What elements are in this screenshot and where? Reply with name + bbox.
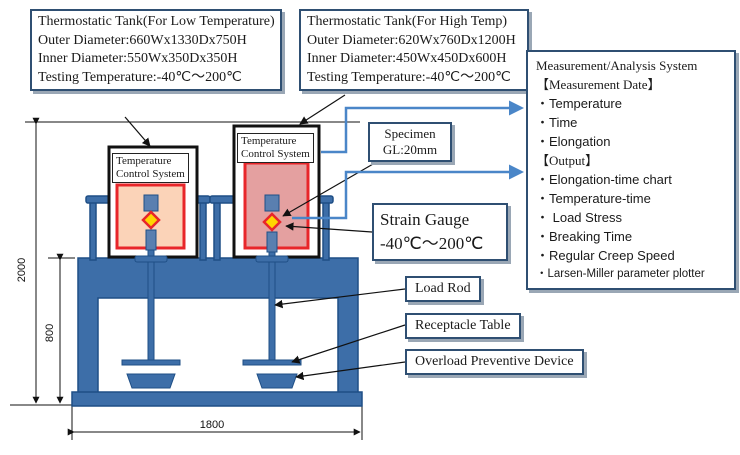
right-load-train — [242, 194, 302, 389]
low-tank-temp: Testing Temperature:-40℃～200℃ — [38, 69, 242, 85]
overload-device-label: Overload Preventive Device — [405, 349, 584, 375]
load-rod-label: Load Rod — [405, 276, 481, 302]
low-tank-inner: Inner Diameter:550Wx350Dx350H — [38, 51, 238, 66]
temp-control-label-right: Temperature Control System — [237, 133, 314, 163]
measurement-item: ・Temperature — [536, 96, 622, 111]
output-item: ・Regular Creep Speed — [536, 248, 675, 263]
measurement-item: ・Elongation — [536, 134, 611, 149]
high-temp-tank-callout: Thermostatic Tank(For High Temp) Outer D… — [299, 9, 529, 91]
output-item: ・Breaking Time — [536, 229, 633, 244]
specimen-callout: Specimen GL:20mm — [368, 122, 452, 162]
output-item: ・Larsen-Miller parameter plotter — [536, 268, 705, 280]
measurement-item: ・Time — [536, 115, 578, 130]
high-tank-title: Thermostatic Tank(For High Temp) — [307, 14, 508, 29]
output-header: 【Output】 — [536, 153, 599, 168]
low-tank-outer: Outer Diameter:660Wx1330Dx750H — [38, 32, 247, 48]
leader-arrows — [124, 94, 406, 381]
signal-arrows — [292, 100, 524, 220]
output-item: ・Elongation-time chart — [536, 172, 672, 187]
output-item: ・Temperature-time — [536, 191, 651, 206]
dimension-width: 1800 — [200, 419, 224, 431]
dimension-height-base: 800 — [44, 324, 56, 342]
dimension-height-total: 2000 — [16, 258, 28, 282]
high-tank-temp: Testing Temperature:-40℃～200℃ — [307, 69, 511, 85]
high-tank-inner: Inner Diameter:450Wx450Dx600H — [307, 51, 507, 66]
receptacle-table-label: Receptacle Table — [405, 313, 521, 339]
high-temp-tank — [232, 124, 321, 259]
temp-control-label-left: Temperature Control System — [112, 153, 189, 183]
low-temp-tank-callout: Thermostatic Tank(For Low Temperature) O… — [30, 9, 282, 91]
analysis-title: Measurement/Analysis System — [536, 58, 698, 73]
output-item: ・ Load Stress — [536, 210, 622, 225]
measurement-analysis-box: Measurement/Analysis System 【Measurement… — [526, 50, 736, 290]
left-load-train — [121, 194, 181, 389]
measurement-header: 【Measurement Date】 — [536, 77, 661, 92]
high-tank-outer: Outer Diameter:620Wx760Dx1200H — [307, 32, 516, 48]
strain-gauge-callout: Strain Gauge -40℃～200℃ — [372, 203, 508, 261]
low-tank-title: Thermostatic Tank(For Low Temperature) — [38, 14, 275, 29]
